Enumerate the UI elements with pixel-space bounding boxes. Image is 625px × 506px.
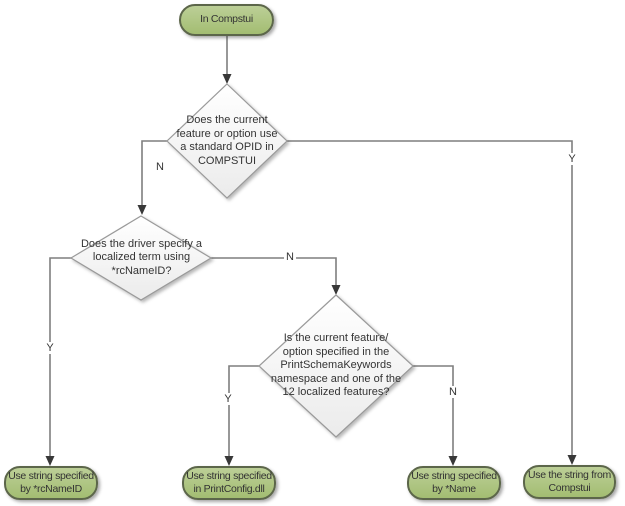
decision-rcnameid-label: Does the driver specify a localized term… [80, 237, 203, 277]
branch-label-opid-no: N [154, 161, 166, 173]
terminal-rcnameid: Use string specified by *rcNameID [4, 466, 98, 500]
edge-opid-yes [287, 140, 573, 455]
edge-rcnameid-yes [49, 257, 72, 456]
branch-label-schema-no: N [447, 386, 459, 398]
decision-rcnameid-shape [69, 215, 213, 301]
terminal-name-label: Use string specified by *Name [411, 469, 497, 496]
decision-schema-shape [258, 294, 414, 438]
edge-rcnameid-no [211, 257, 337, 285]
start-node: In Compstui [179, 4, 274, 36]
decision-opid-label: Does the current feature or option use a… [176, 114, 278, 167]
terminal-compstui: Use the string from Compstui [523, 465, 616, 499]
branch-label-rcnameid-no: N [284, 251, 296, 263]
edge-schema-no [413, 365, 454, 456]
terminal-rcnameid-label: Use string specified by *rcNameID [8, 469, 94, 496]
arrow-down-icon [222, 74, 232, 84]
start-node-label: In Compstui [200, 13, 253, 26]
arrow-down-icon [448, 456, 458, 466]
terminal-printconfig: Use string specified in PrintConfig.dll [182, 466, 276, 500]
arrow-down-icon [45, 456, 55, 466]
arrow-down-icon [567, 455, 577, 465]
edge-opid-no [141, 140, 167, 205]
decision-schema-label: Is the current feature/ option specified… [270, 332, 402, 399]
branch-label-rcnameid-yes: Y [44, 342, 56, 354]
edge-schema-yes [228, 365, 259, 456]
terminal-printconfig-label: Use string specified in PrintConfig.dll [186, 469, 272, 496]
arrow-down-icon [137, 205, 147, 215]
branch-label-schema-yes: Y [222, 393, 234, 405]
terminal-name: Use string specified by *Name [407, 466, 501, 500]
terminal-compstui-label: Use the string from Compstui [528, 468, 611, 495]
arrow-down-icon [224, 456, 234, 466]
decision-opid-shape [166, 83, 288, 199]
arrow-down-icon [331, 285, 341, 295]
branch-label-opid-yes: Y [566, 153, 578, 165]
